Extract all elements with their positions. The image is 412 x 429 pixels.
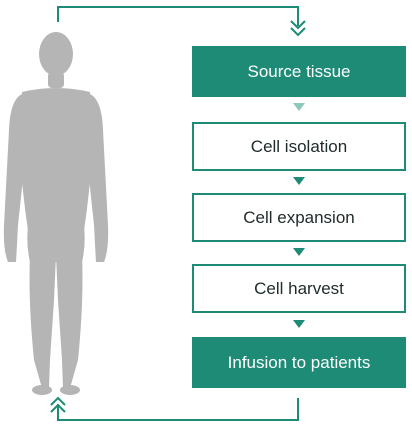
- step-label: Cell harvest: [254, 278, 344, 298]
- step-cell-isolation: Cell isolation: [192, 122, 406, 171]
- step-label: Source tissue: [247, 61, 351, 81]
- step-infusion-to-patients: Infusion to patients: [192, 337, 406, 388]
- arrow-down-icon: [293, 248, 305, 256]
- arrow-down-icon: [293, 177, 305, 185]
- step-label: Cell expansion: [243, 207, 355, 227]
- step-label: Infusion to patients: [227, 352, 371, 372]
- arrow-down-icon: [293, 103, 305, 111]
- step-label: Cell isolation: [250, 136, 348, 156]
- double-chevron-up-icon: [50, 396, 66, 406]
- step-cell-harvest: Cell harvest: [192, 264, 406, 313]
- step-source-tissue: Source tissue: [192, 46, 406, 97]
- double-chevron-down-icon: [290, 20, 306, 30]
- arrow-down-icon: [293, 320, 305, 328]
- step-cell-expansion: Cell expansion: [192, 193, 406, 242]
